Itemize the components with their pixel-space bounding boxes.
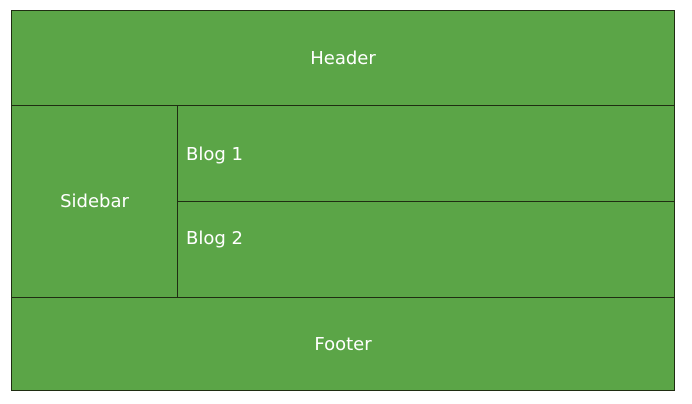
footer-box: Footer bbox=[12, 297, 674, 390]
blog-2-box: Blog 2 bbox=[178, 202, 674, 297]
blog-1-box: Blog 1 bbox=[178, 106, 674, 202]
blog-1-label: Blog 1 bbox=[186, 144, 243, 165]
header-label: Header bbox=[310, 47, 376, 69]
layout-diagram: Header Sidebar Blog 1 Blog 2 Footer bbox=[11, 10, 675, 391]
footer-label: Footer bbox=[314, 333, 372, 355]
sidebar-label: Sidebar bbox=[60, 191, 129, 212]
blog-2-label: Blog 2 bbox=[186, 228, 243, 249]
sidebar-box: Sidebar bbox=[12, 106, 178, 297]
header-box: Header bbox=[12, 11, 674, 106]
